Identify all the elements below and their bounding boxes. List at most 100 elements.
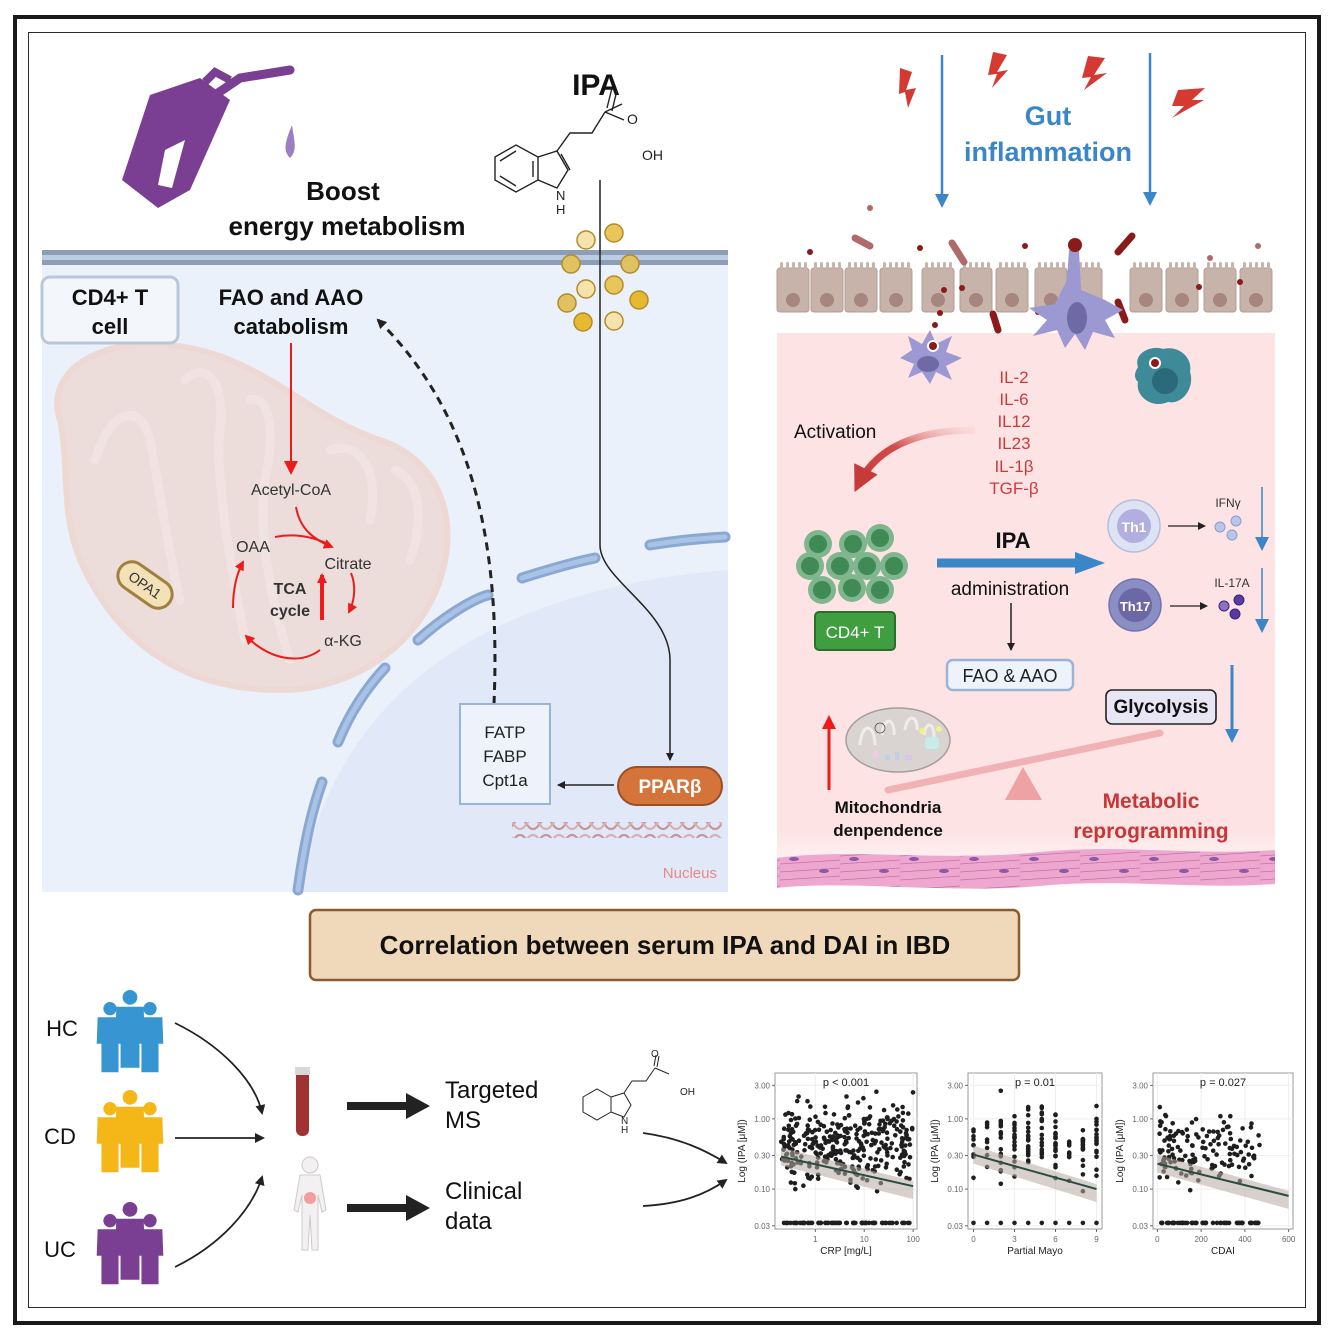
chart-title: p = 0.027	[1200, 1077, 1246, 1089]
data-point	[905, 1136, 910, 1142]
data-point	[971, 1127, 976, 1132]
data-point	[793, 1186, 798, 1192]
dna-helix	[512, 822, 722, 838]
cell-label-box	[40, 275, 180, 345]
data-point	[1012, 1142, 1017, 1148]
data-point	[861, 1095, 866, 1101]
bacteria-icon	[941, 287, 947, 293]
epithelial-cell	[1203, 262, 1237, 313]
y-tick-label: 0.10	[947, 1185, 963, 1194]
lightning-icons	[899, 52, 1205, 118]
data-point	[885, 1136, 890, 1141]
data-point	[1080, 1172, 1086, 1177]
data-point	[1223, 1141, 1228, 1146]
bacteria-icon	[1022, 243, 1028, 249]
data-point	[910, 1090, 916, 1095]
data-point	[824, 1129, 830, 1134]
data-point	[1211, 1138, 1217, 1144]
y-tick-label: 0.03	[1132, 1222, 1148, 1231]
data-point	[1157, 1104, 1163, 1110]
data-point	[1039, 1125, 1045, 1131]
data-point	[796, 1094, 801, 1099]
data-point	[822, 1137, 827, 1142]
x-tick-label: 400	[1238, 1235, 1252, 1244]
data-point	[1039, 1116, 1045, 1122]
data-point	[875, 1150, 880, 1155]
data-point	[998, 1088, 1004, 1094]
gene-cpt1a: Cpt1a	[482, 771, 528, 790]
data-point-floor	[1248, 1220, 1253, 1226]
data-point	[1053, 1112, 1058, 1118]
data-point-floor	[1200, 1220, 1205, 1226]
data-point-floor	[793, 1220, 799, 1226]
data-point	[1205, 1157, 1210, 1162]
data-point	[1227, 1151, 1233, 1157]
ifng-particles	[1214, 515, 1242, 541]
data-point	[845, 1104, 851, 1109]
data-point	[909, 1125, 915, 1131]
data-point	[998, 1135, 1004, 1140]
data-point	[831, 1149, 837, 1154]
data-point-floor	[1025, 1220, 1031, 1226]
data-point	[1229, 1162, 1235, 1167]
data-point	[897, 1172, 902, 1177]
activation-label: Activation	[794, 422, 876, 443]
bacteria-icon	[937, 310, 943, 316]
data-point	[818, 1151, 823, 1156]
y-tick-label: 1.00	[1132, 1115, 1148, 1124]
data-point	[857, 1158, 863, 1163]
data-point	[1157, 1148, 1162, 1153]
data-point	[789, 1111, 795, 1117]
data-point	[877, 1122, 882, 1127]
data-point	[900, 1118, 906, 1123]
data-point	[793, 1116, 798, 1121]
data-point-floor	[998, 1220, 1004, 1226]
data-point	[1039, 1151, 1045, 1157]
data-point	[1169, 1146, 1175, 1152]
data-point	[1228, 1113, 1233, 1119]
mitochondrion-small-icon	[845, 707, 951, 773]
bacteria-rod-icon	[989, 310, 1002, 334]
group-label-cd: CD	[44, 1124, 76, 1149]
data-point	[971, 1137, 976, 1142]
data-point	[894, 1167, 900, 1172]
data-point	[810, 1141, 815, 1147]
chart-title: p = 0.01	[1015, 1077, 1055, 1089]
data-point	[833, 1157, 839, 1162]
data-point	[1162, 1138, 1167, 1143]
data-point	[820, 1146, 825, 1151]
clinical-to-chart-arrow	[642, 1178, 728, 1207]
data-point	[1232, 1151, 1237, 1157]
data-point	[1178, 1148, 1183, 1153]
data-point	[971, 1134, 976, 1139]
data-point	[785, 1143, 791, 1148]
data-point	[889, 1141, 895, 1146]
data-point	[842, 1134, 847, 1140]
cd4-t-cell-icon	[796, 552, 824, 580]
bacteria-icon	[959, 285, 965, 291]
data-point	[1053, 1143, 1058, 1148]
gut-inflammation-line2: inflammation	[964, 137, 1132, 167]
data-point	[786, 1139, 792, 1144]
data-point	[907, 1142, 913, 1147]
data-point	[869, 1142, 874, 1148]
data-point	[1171, 1138, 1177, 1144]
cytokine-item: IL-1β	[994, 457, 1033, 476]
bacteria-icon	[807, 249, 813, 255]
data-point	[1203, 1146, 1208, 1151]
bacteria-rod-icon	[1114, 232, 1136, 256]
data-point	[904, 1175, 909, 1181]
data-point	[801, 1133, 807, 1138]
uc-arrow	[174, 1175, 265, 1268]
data-point-floor	[1203, 1220, 1209, 1226]
y-tick-label: 0.30	[1132, 1152, 1148, 1161]
y-tick-label: 3.00	[947, 1081, 963, 1090]
data-point	[1053, 1119, 1058, 1124]
data-point	[1164, 1174, 1170, 1180]
th17-label: Th17	[1120, 599, 1150, 614]
cell-label-line1: CD4+ T	[72, 285, 149, 310]
epithelial-cell	[1239, 262, 1273, 313]
data-point	[856, 1148, 861, 1154]
